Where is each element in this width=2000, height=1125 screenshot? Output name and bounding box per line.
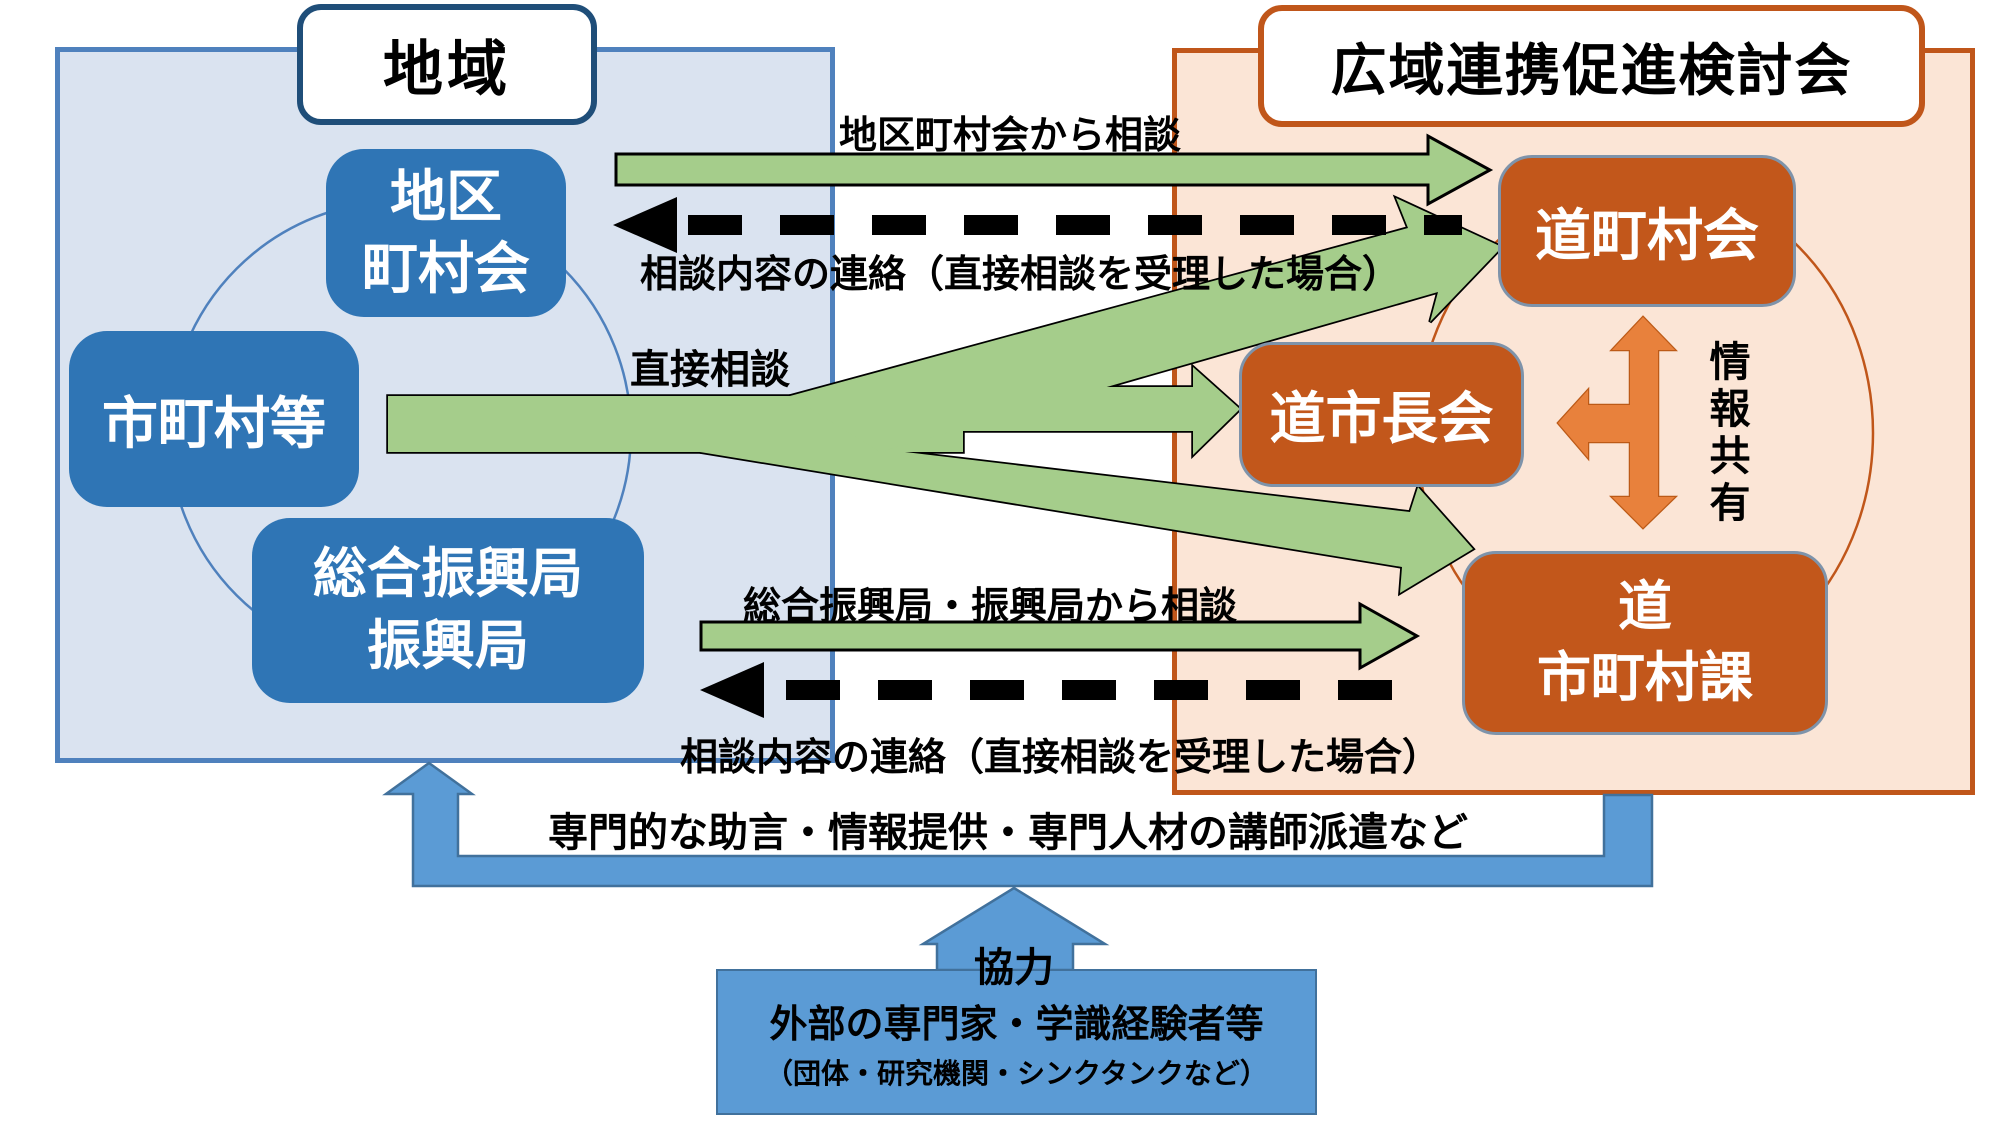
label-bureau-report: 相談内容の連絡（直接相談を受理した場合）	[679, 737, 1441, 779]
district-consult-arrow	[614, 133, 1494, 207]
node-municipalities: 市町村等	[69, 331, 359, 507]
label-expert-support: 専門的な助言・情報提供・専門人材の講師派遣など	[548, 811, 1468, 855]
node-line: 地区	[390, 165, 502, 229]
region-council-title: 広域連携促進検討会	[1258, 5, 1925, 127]
node-line: 道	[1618, 576, 1672, 637]
label-cooperation: 協力	[974, 946, 1054, 990]
region-local-title-text: 地域	[383, 36, 511, 103]
node-hokkaido-municipal-affairs-div: 道 市町村課	[1462, 551, 1828, 735]
node-line: 市町村等	[102, 391, 326, 455]
region-council-title-text: 広域連携促進検討会	[1330, 38, 1853, 102]
node-district-town-village-assoc: 地区 町村会	[326, 149, 566, 317]
direct-consult-fork-arrow	[386, 194, 1505, 597]
node-line: 町村会	[362, 237, 530, 300]
node-line: 市町村課	[1537, 648, 1753, 708]
label-district-report: 相談内容の連絡（直接相談を受理した場合）	[639, 254, 1401, 296]
node-hokkaido-mayors-assoc: 道市長会	[1239, 342, 1524, 487]
node-line: 道町村会	[1535, 203, 1759, 267]
bureau-consult-arrow	[699, 601, 1421, 671]
external-experts-line1: 外部の専門家・学識経験者等	[769, 1003, 1264, 1046]
label-info-sharing: 情報共有	[1703, 340, 1749, 528]
label-direct-consult: 直接相談	[630, 348, 790, 392]
district-report-dashed-arrow	[613, 197, 1462, 253]
label-bureau-consult: 総合振興局・振興局から相談	[742, 586, 1238, 628]
info-sharing-arrow	[1556, 315, 1679, 530]
external-experts-line2: （団体・研究機関・シンクタンクなど）	[765, 1057, 1268, 1089]
node-promotion-bureau: 総合振興局 振興局	[252, 518, 644, 703]
bureau-report-dashed-arrow	[700, 662, 1402, 718]
node-line: 道市長会	[1269, 387, 1494, 450]
node-line: 総合振興局	[313, 544, 583, 605]
node-hokkaido-town-village-assoc: 道町村会	[1498, 155, 1796, 307]
region-local-title: 地域	[297, 4, 597, 125]
expert-support-arrow	[382, 761, 1654, 888]
node-line: 振興局	[367, 615, 529, 676]
label-district-consult: 地区町村会から相談	[838, 115, 1182, 157]
node-external-experts: 外部の専門家・学識経験者等 （団体・研究機関・シンクタンクなど）	[716, 969, 1317, 1115]
